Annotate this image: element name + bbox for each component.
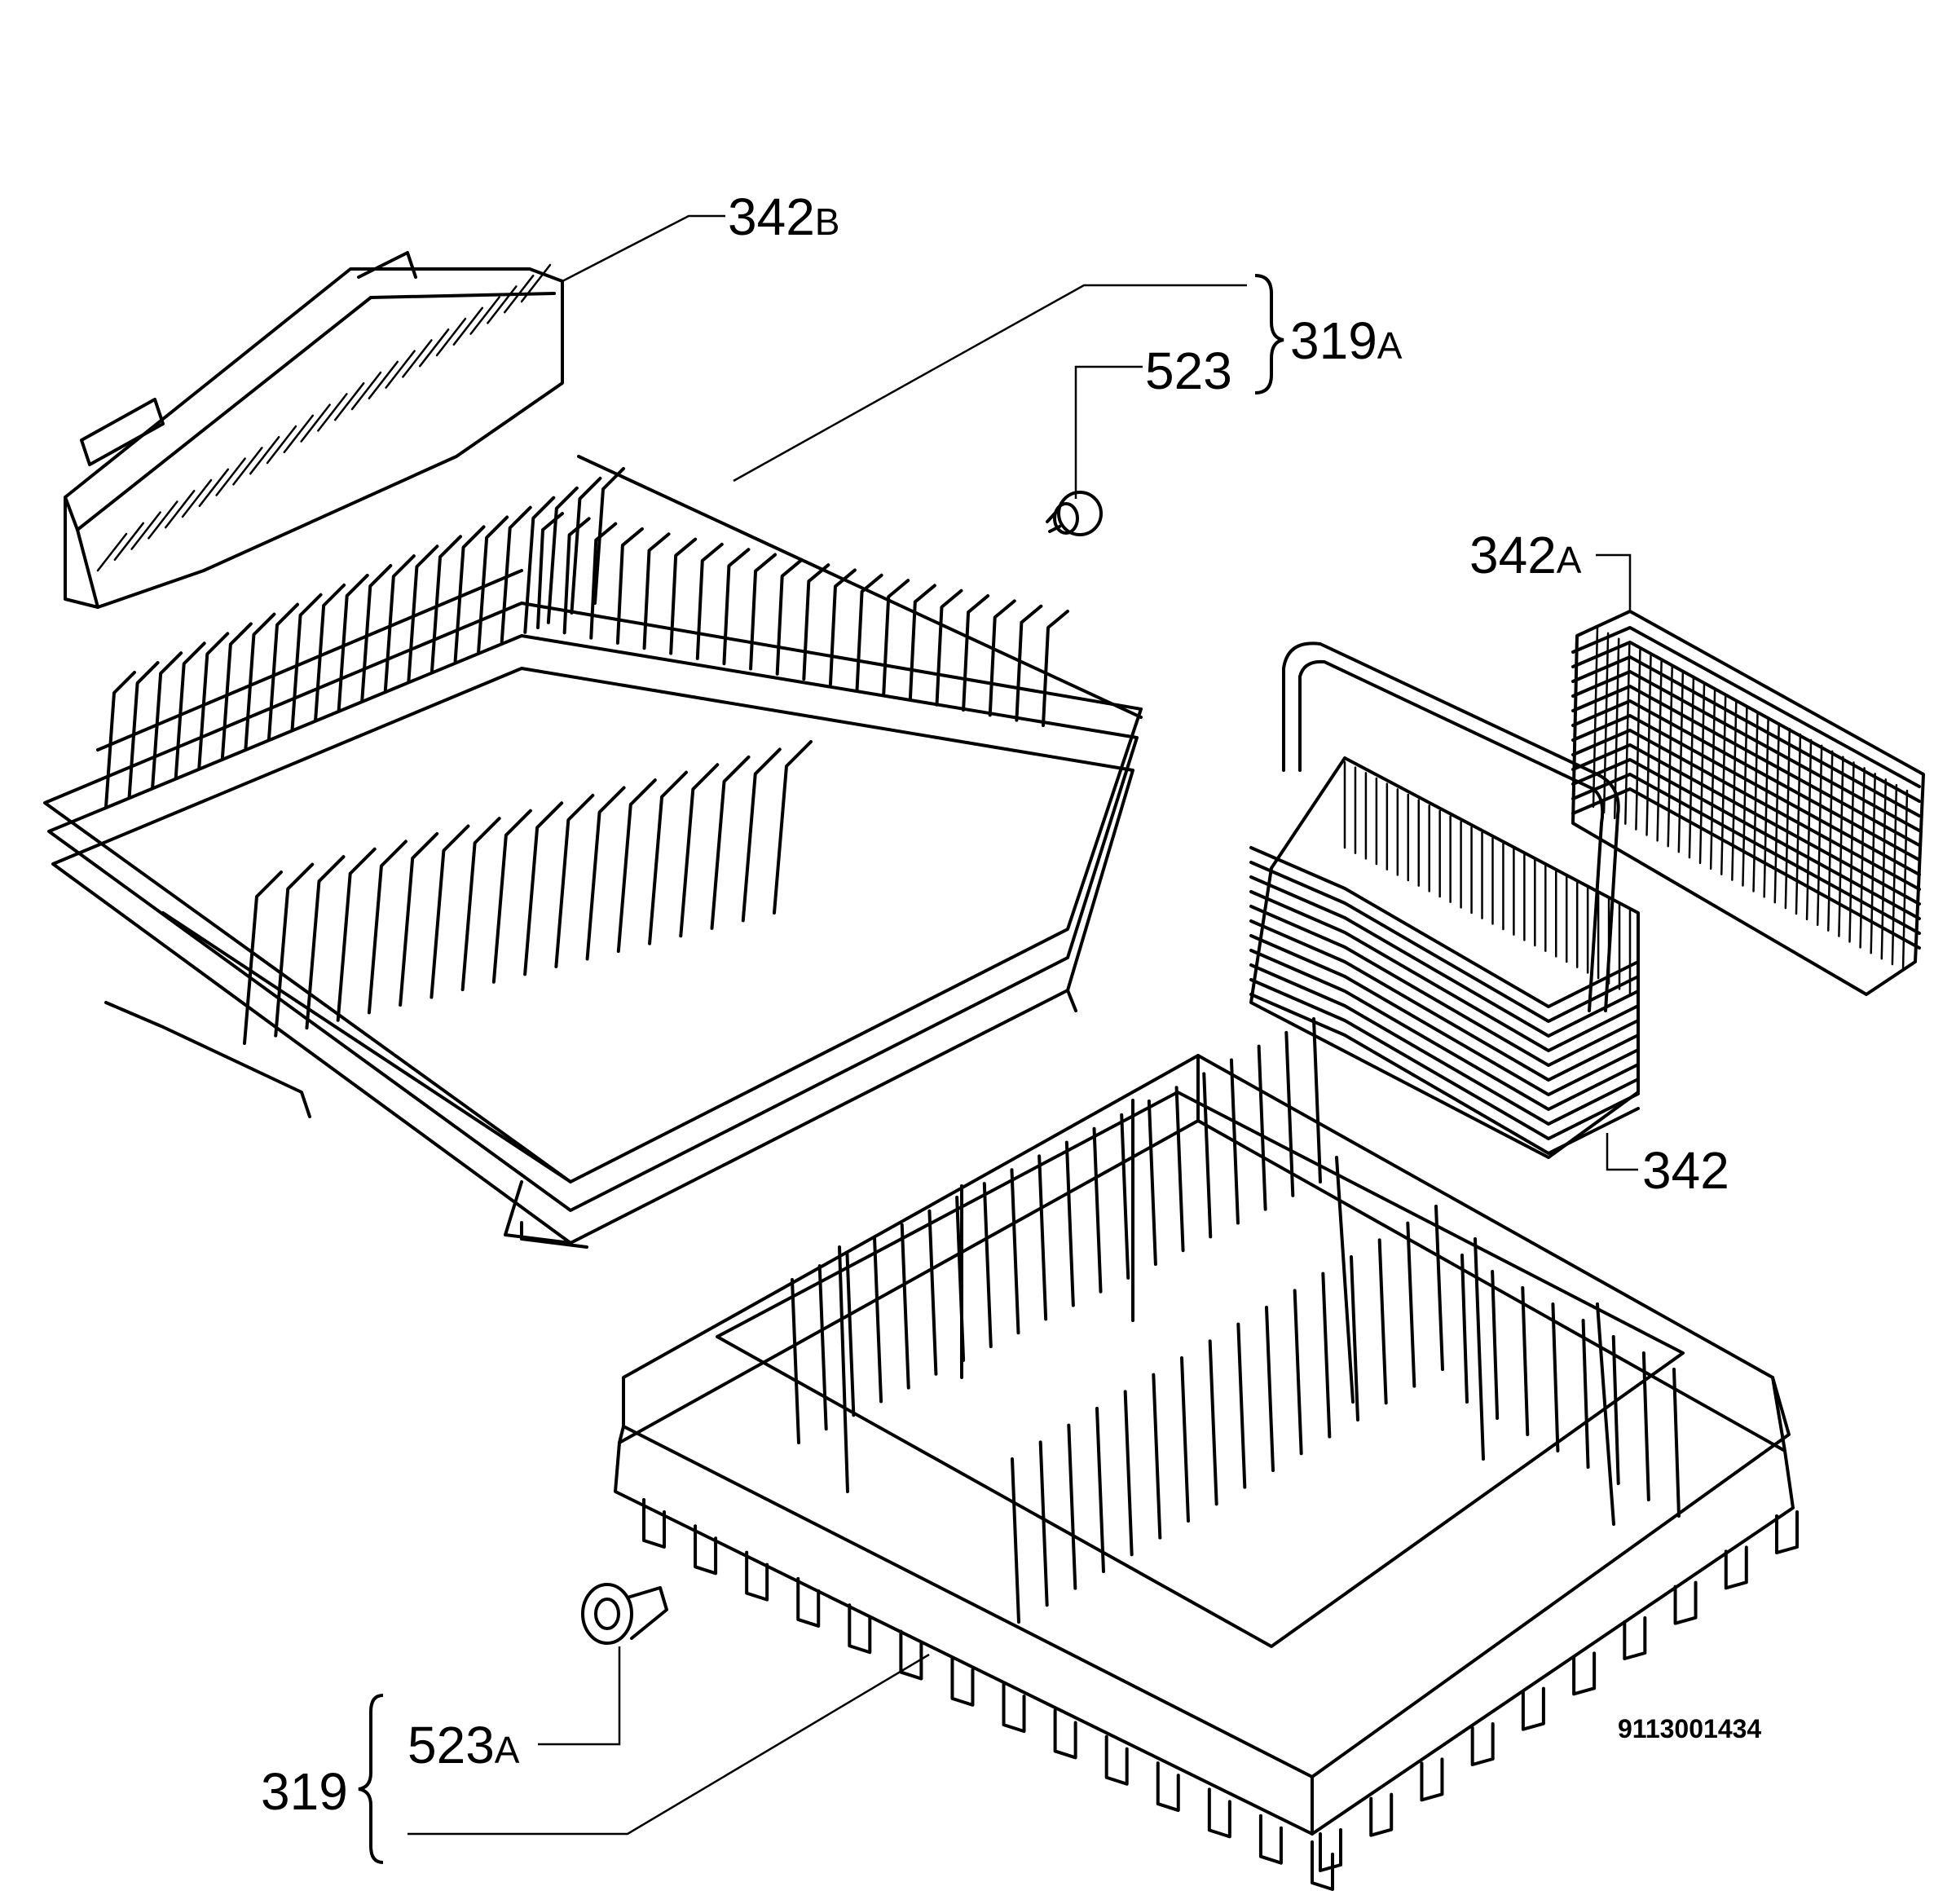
part-342-cutlery-basket (1249, 641, 1640, 1159)
label-319a: 319A (1290, 311, 1403, 370)
brace-319 (358, 1694, 384, 1864)
leader-342a (1596, 553, 1632, 613)
leader-342 (1606, 1133, 1638, 1171)
label-342a: 342A (1469, 526, 1582, 584)
label-342: 342 (1642, 1141, 1729, 1200)
leader-319a (733, 284, 1247, 483)
drawing-code: 9113001434 (1618, 1714, 1761, 1743)
label-342b: 342B (728, 187, 839, 246)
label-523a: 523A (408, 1716, 520, 1774)
brace-319a (1254, 274, 1284, 394)
leader-319 (408, 1653, 930, 1836)
leader-523 (1074, 365, 1143, 499)
label-523: 523 (1145, 342, 1232, 400)
part-342a-basket-insert (1571, 610, 1925, 996)
leader-342b (562, 214, 725, 283)
part-523-wheel (1046, 491, 1103, 536)
part-319a-upper-rack (43, 455, 1143, 1249)
part-319-lower-rack (614, 1017, 1799, 1891)
leader-523a (538, 1646, 621, 1746)
part-523a-wheel (581, 1583, 668, 1645)
leader-lines (408, 214, 1638, 1836)
label-319: 319 (261, 1762, 348, 1821)
part-342b-tray (64, 251, 564, 609)
